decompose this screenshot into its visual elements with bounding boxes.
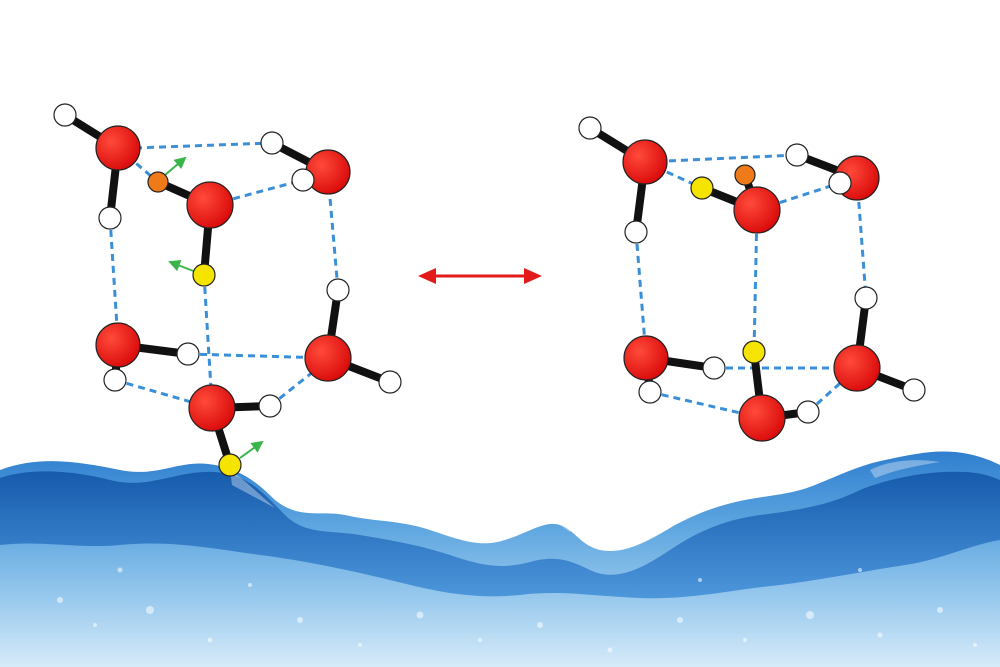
atoms-right (578, 116, 926, 442)
oxygen-atom (738, 394, 786, 442)
highlight-hydrogen-atom (742, 340, 766, 364)
oxygen-atom (95, 322, 141, 368)
double-headed-arrow (418, 268, 542, 284)
atoms-left (53, 103, 402, 477)
hydrogen-atom (702, 356, 726, 380)
water-splash-background (0, 451, 1000, 667)
highlight-hydrogen-atom (690, 176, 714, 200)
oxygen-atom (833, 344, 881, 392)
hydrogen-atom (326, 278, 350, 302)
displacement-arrows-left (164, 156, 264, 459)
displacement-arrow (239, 440, 264, 459)
hydrogen-atom (260, 131, 284, 155)
water-deep-crest (0, 471, 1000, 599)
hydrogen-atom (785, 143, 809, 167)
tunneling-hydrogen-atom (147, 171, 169, 193)
tunneling-hydrogen-atom (734, 164, 756, 186)
hydrogen-atom (103, 368, 127, 392)
hydrogen-atom (53, 103, 77, 127)
oxygen-atom (305, 149, 351, 195)
oxygen-atom (186, 181, 234, 229)
water-bubbles (57, 567, 977, 653)
oxygen-atom (304, 334, 352, 382)
hydrogen-atom (828, 171, 852, 195)
oxygen-atom (623, 335, 669, 381)
oxygen-atom (733, 186, 781, 234)
water-hexamer-cage-right (578, 116, 926, 442)
hydrogen-atom (578, 116, 602, 140)
oxygen-atom (622, 139, 668, 185)
hydrogen-atom (638, 380, 662, 404)
hydrogen-atom (624, 220, 648, 244)
hydrogen-atom (796, 400, 820, 424)
hydrogen-atom (378, 370, 402, 394)
displacement-arrow (164, 156, 187, 176)
hydrogen-atom (98, 206, 122, 230)
oxygen-atom (188, 384, 236, 432)
hydrogen-atom (176, 342, 200, 366)
displacement-arrow (168, 259, 197, 273)
hydrogen-atom (291, 168, 315, 192)
oxygen-atom (95, 125, 141, 171)
hydrogen-atom (902, 378, 926, 402)
highlight-hydrogen-atom (218, 453, 242, 477)
water-hexamer-cage-left (53, 103, 402, 477)
highlight-hydrogen-atom (192, 263, 216, 287)
hydrogen-atom (854, 286, 878, 310)
hydrogen-atom (258, 394, 282, 418)
